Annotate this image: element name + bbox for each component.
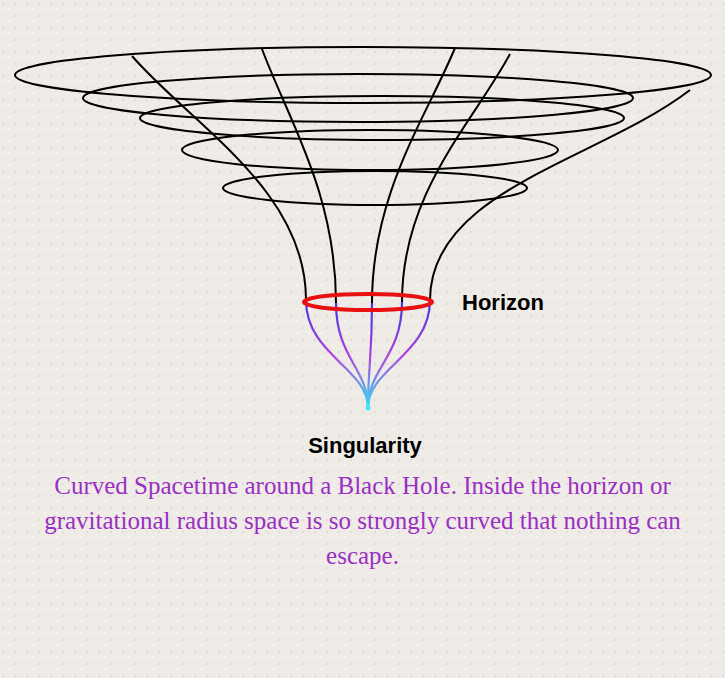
inner-line	[336, 303, 368, 408]
caption: Curved Spacetime around a Black Hole. In…	[8, 468, 717, 573]
radial-line	[262, 49, 336, 303]
singularity-point	[366, 406, 371, 411]
radial-line	[430, 90, 690, 300]
inner-line	[368, 300, 430, 408]
radial-line	[372, 48, 455, 303]
funnel-ring	[223, 171, 527, 205]
funnel-ring	[182, 130, 558, 170]
funnel-ring	[83, 74, 633, 122]
horizon-label: Horizon	[462, 290, 544, 316]
inner-line	[368, 302, 402, 408]
funnel-grid	[15, 47, 711, 411]
singularity-label: Singularity	[308, 433, 422, 459]
inner-line	[306, 300, 368, 408]
radial-line	[402, 54, 510, 302]
horizon-ring	[304, 294, 432, 310]
